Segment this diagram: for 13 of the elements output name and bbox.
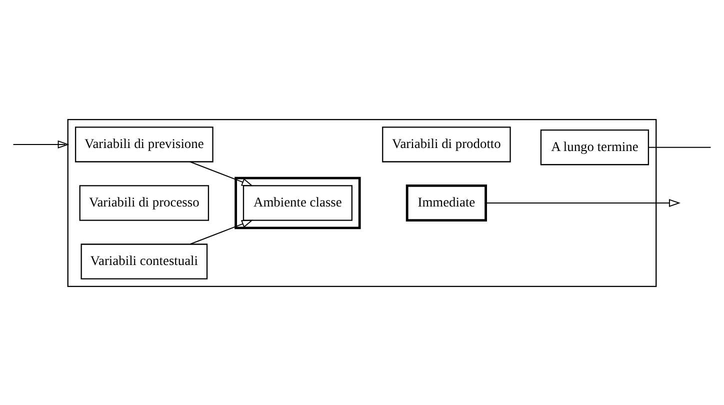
- arrow: [190, 219, 254, 244]
- node-box: Variabili contestuali: [80, 243, 208, 279]
- node-box: Immediate: [406, 184, 487, 221]
- node-box: Variabili di prodotto: [382, 126, 511, 162]
- node-box: Variabili di previsione: [74, 126, 214, 162]
- arrow: [190, 160, 254, 186]
- cluster: [67, 118, 657, 287]
- node-box: A lungo termine: [540, 129, 650, 165]
- connector: [648, 146, 712, 148]
- arrow: [12, 140, 70, 148]
- node-box: Variabili di processo: [79, 184, 210, 220]
- arrow: [485, 198, 680, 207]
- node-box: Ambiente classe: [242, 184, 352, 220]
